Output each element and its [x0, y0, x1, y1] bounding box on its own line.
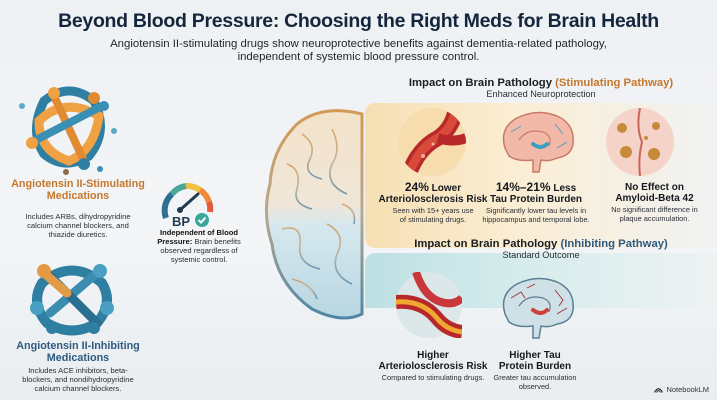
notebooklm-watermark: NotebookLM	[654, 385, 709, 394]
inh-card-arteriolosclerosis: Higher Arteriolosclerosis Risk Compared …	[372, 350, 494, 383]
bp-bold-line: Independent of Blood	[159, 228, 239, 237]
page-subtitle: Angiotensin II-stimulating drugs show ne…	[60, 38, 657, 64]
stimulating-medications-title: Angiotensin II-Stimulating Medications	[8, 178, 148, 202]
notebooklm-logo-icon	[654, 388, 664, 393]
desc-line: calcium channel blockers.	[34, 384, 122, 393]
bp-gauge-check-icon: BP	[161, 183, 214, 228]
title-line: Angiotensin II-Inhibiting	[16, 340, 140, 352]
page-title: Beyond Blood Pressure: Choosing the Righ…	[58, 10, 659, 32]
desc-line: calcium channel blockers, and	[27, 221, 129, 230]
desc-line: thiazide diuretics.	[48, 230, 108, 239]
inhibiting-medications-desc: Includes ACE inhibitors, beta- blockers,…	[12, 366, 144, 393]
bp-text: systemic control.	[170, 255, 228, 264]
stim-card-tau: 14%–21% Less Tau Protein Burden Signific…	[480, 180, 592, 224]
amyloid-plaque-icon	[606, 108, 674, 176]
card-desc-line: observed.	[518, 381, 552, 391]
card-desc-line: No significant difference in	[611, 205, 698, 214]
brain-tau-high-icon	[502, 277, 574, 339]
desc-line: Includes ARBs, dihydropyridine	[25, 212, 131, 221]
card-desc-line: Compared to stimulating drugs.	[381, 373, 485, 382]
knot-molecule-blue-icon	[30, 264, 114, 336]
heading-highlight: (Inhibiting Pathway)	[560, 238, 668, 250]
stimulating-pathway-heading: Impact on Brain Pathology (Stimulating P…	[365, 77, 717, 89]
brain-tau-icon	[502, 111, 574, 173]
bp-text: Brain benefits	[192, 237, 241, 246]
card-title-line: Protein Burden	[498, 361, 572, 372]
stimulating-medications-desc: Includes ARBs, dihydropyridine calcium c…	[12, 212, 144, 239]
heading-prefix: Impact on Brain Pathology	[408, 77, 556, 89]
card-title-line: No Effect on	[625, 182, 684, 193]
card-desc-line: of stimulating drugs.	[399, 214, 467, 224]
desc-line: blockers, and nondihydropyridine	[22, 375, 134, 384]
inhibiting-pathway-header: Impact on Brain Pathology (Inhibiting Pa…	[365, 238, 717, 260]
card-title-line: Arteriolosclerosis Risk	[378, 361, 488, 372]
stim-card-arteriolosclerosis: 24% Lower Arteriolosclerosis Risk Seen w…	[372, 180, 494, 224]
card-desc-line: plaque accumulation.	[619, 213, 690, 223]
card-title-line: Arteriolosclerosis Risk	[378, 194, 488, 205]
brain-hemisphere-illustration	[265, 109, 364, 320]
stat-label: Lower	[428, 183, 462, 194]
brand-label: NotebookLM	[666, 385, 709, 394]
artery-icon	[398, 108, 466, 176]
artery-plaque-icon	[396, 272, 462, 338]
subtitle-line-2: independent of systemic blood pressure c…	[237, 51, 480, 63]
bp-bold-label: Pressure:	[157, 237, 193, 246]
heading-prefix: Impact on Brain Pathology	[414, 238, 561, 250]
card-title-line: Amyloid-Beta 42	[615, 193, 694, 204]
inhibiting-pathway-heading: Impact on Brain Pathology (Inhibiting Pa…	[365, 238, 717, 250]
inh-card-tau: Higher Tau Protein Burden Greater tau ac…	[485, 350, 585, 391]
inhibiting-medications-title: Angiotensin II-Inhibiting Medications	[8, 340, 148, 364]
bp-independence-note: Independent of Blood Pressure: Brain ben…	[150, 228, 248, 264]
card-title-line: Higher	[417, 350, 449, 361]
desc-line: Includes ACE inhibitors, beta-	[28, 366, 128, 375]
stim-card-amyloid: No Effect on Amyloid-Beta 42 No signific…	[592, 182, 717, 223]
heading-highlight: (Stimulating Pathway)	[555, 77, 674, 89]
card-title-line: Higher Tau	[509, 350, 561, 361]
subtitle-line-1: Angiotensin II-stimulating drugs show ne…	[110, 38, 607, 50]
card-desc-line: hippocampus and temporal lobe.	[482, 214, 590, 224]
stimulating-pathway-header: Impact on Brain Pathology (Stimulating P…	[365, 77, 717, 99]
bp-label: BP	[172, 214, 190, 228]
stat-value: 14%–21%	[495, 180, 551, 194]
title-line: Medications	[46, 352, 110, 364]
title-line: Medications	[46, 190, 110, 202]
title-line: Angiotensin II-Stimulating	[11, 178, 145, 190]
card-desc-line: Greater tau accumulation	[493, 373, 577, 382]
stat-value: 24%	[404, 180, 429, 194]
bp-text: observed regardless of	[160, 246, 238, 255]
stat-label: Less	[550, 183, 577, 194]
knot-molecule-orange-icon	[19, 86, 117, 175]
inhibiting-pathway-subheading: Standard Outcome	[502, 250, 580, 260]
card-desc-line: Seen with 15+ years use	[392, 206, 474, 215]
card-title-line: Tau Protein Burden	[489, 194, 583, 205]
stimulating-pathway-subheading: Enhanced Neuroprotection	[486, 89, 596, 99]
card-desc-line: Significantly lower tau levels in	[485, 206, 587, 215]
